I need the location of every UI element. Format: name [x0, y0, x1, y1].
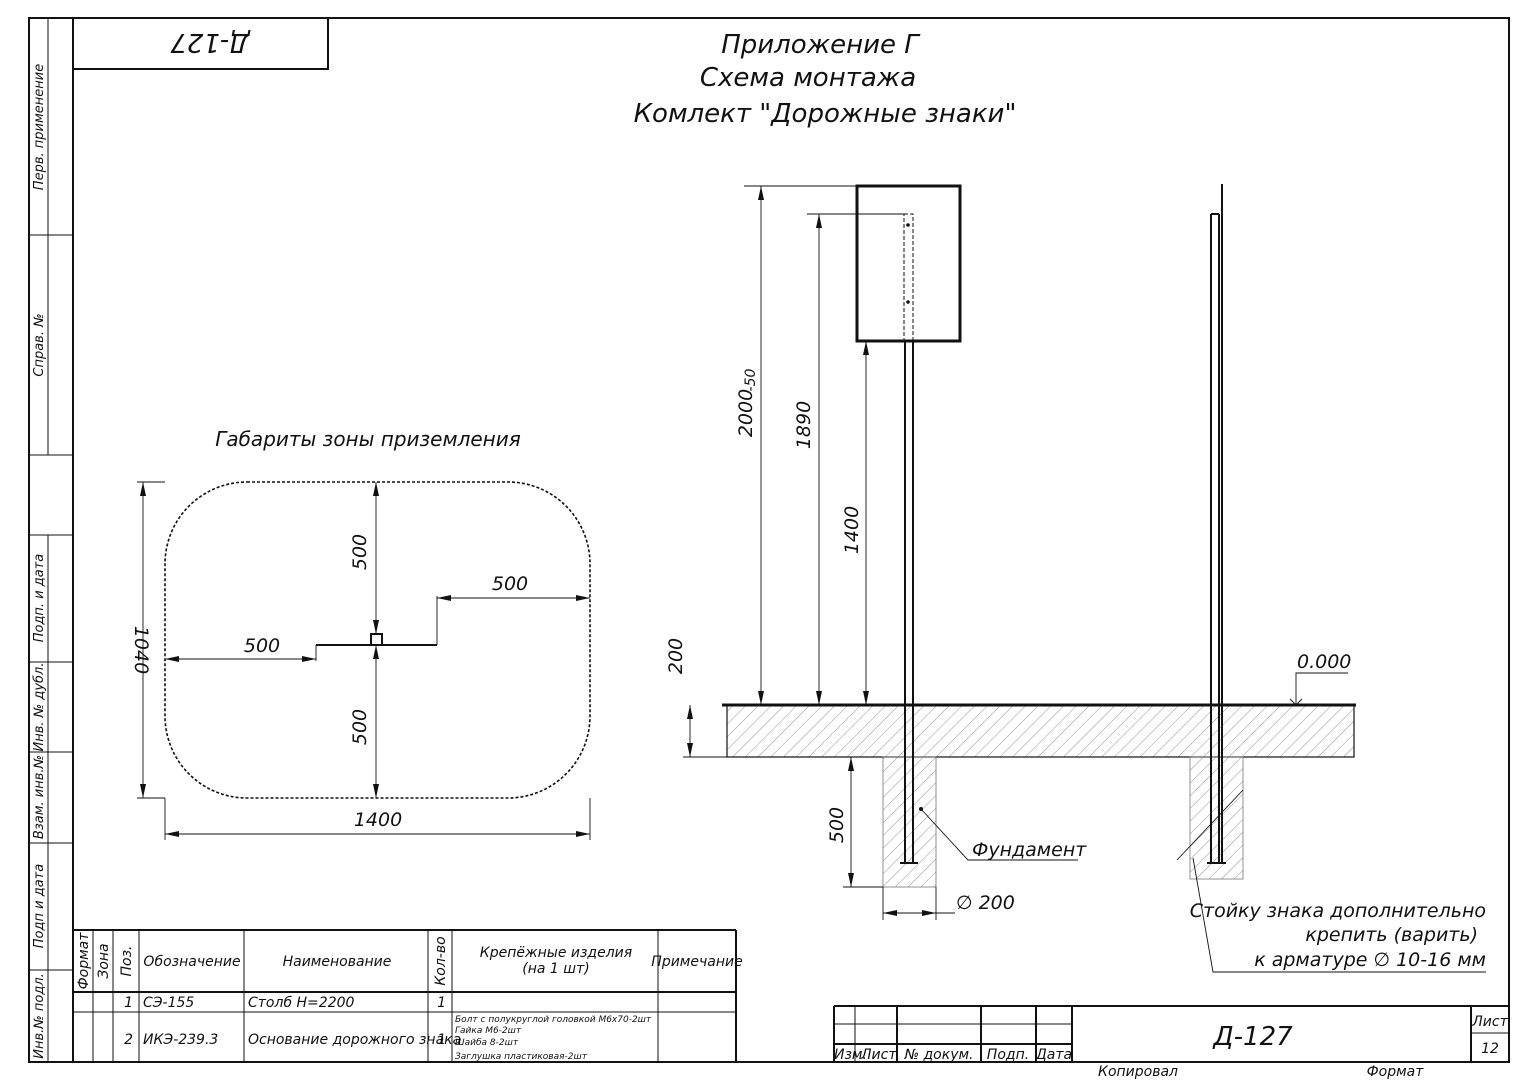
ground-slab: [726, 704, 1355, 758]
header-name: Наименование: [283, 954, 392, 970]
tb-sheet-label: Лист: [1471, 1014, 1508, 1030]
tb-code: Д-127: [1212, 1022, 1293, 1052]
table-row: 1 СЭ-155 Столб Н=2200 1: [124, 995, 446, 1011]
row-qty: 1: [437, 995, 446, 1011]
tb-format: Формат: [1367, 1064, 1425, 1080]
note-line-1: Стойку знака дополнительно: [1190, 900, 1486, 922]
code-stamp-text: Д-127: [170, 27, 251, 57]
pole-right: [1207, 184, 1226, 864]
tb-izm: Изм.: [834, 1047, 867, 1063]
code-stamp: Д-127: [72, 17, 329, 70]
note-line-2: крепить (варить): [1305, 924, 1478, 946]
row-fastener-1: Болт с полукруглой головкой М6х70-2шт: [455, 1015, 652, 1025]
dim-total-tolerance: -50: [743, 368, 759, 391]
tb-kopiroval: Копировал: [1098, 1064, 1178, 1080]
row-qty: 1: [437, 1032, 446, 1048]
dim-1400: 1400: [841, 506, 863, 554]
header-qty: Кол-во: [433, 936, 449, 985]
header-format: Формат: [76, 932, 92, 990]
row-fastener-4: Заглушка пластиковая-2шт: [455, 1052, 588, 1062]
header-zone: Зона: [96, 943, 112, 978]
drawing-title: Приложение Г Схема монтажа Комлект "Доро…: [634, 30, 1017, 129]
dim-left-500: 500: [244, 635, 280, 657]
header-pos: Поз.: [119, 946, 135, 977]
dim-down-500: 500: [349, 709, 371, 745]
side-strip: Перв. применение Справ. № Подп. и дата И…: [32, 64, 47, 1059]
foundation-left: [882, 756, 937, 888]
dim-1890: 1890: [793, 401, 815, 449]
drawing-frame: [28, 17, 1510, 1063]
dim-total-2000: 2000: [735, 389, 757, 437]
title-line-2: Схема монтажа: [700, 63, 916, 93]
label-inv-dubl: Инв. № дубл.: [32, 663, 47, 752]
post-in-plan: [370, 633, 383, 646]
dim-200: 200: [665, 638, 687, 674]
row-name: Столб Н=2200: [248, 995, 355, 1011]
diameter-label: ∅ 200: [956, 892, 1015, 914]
label-vzam-inv: Взам. инв.№: [32, 755, 47, 839]
label-perv-primenenie: Перв. применение: [32, 64, 47, 190]
header-designation: Обозначение: [143, 954, 240, 970]
dim-width-1400: 1400: [354, 809, 402, 831]
row-fastener-2: Гайка М6-2шт: [455, 1026, 522, 1036]
header-note: Примечание: [651, 954, 742, 970]
row-pos: 2: [124, 1032, 133, 1048]
dim-500-foundation: 500: [826, 807, 848, 843]
sign-plate: [855, 184, 962, 343]
tb-doc-no: № докум.: [903, 1047, 973, 1063]
grounding-caption: Габариты зоны приземления: [215, 427, 521, 451]
row-pos: 1: [124, 995, 133, 1011]
level-mark: 0.000: [1297, 651, 1351, 673]
note-line-3: к арматуре ∅ 10-16 мм: [1254, 949, 1486, 971]
spec-table: Формат Зона Поз. Обозначение Наименовани…: [73, 929, 743, 1062]
title-block: Изм. Лист № докум. Подп. Дата Д-127 Лист…: [833, 1005, 1509, 1080]
elevation-view: 2000 -50 1890 1400 200 500 ∅ 200: [665, 184, 1486, 973]
table-row: 2 ИКЭ-239.3 Основание дорожного знака 1 …: [124, 1015, 652, 1062]
tb-list: Лист: [860, 1047, 897, 1063]
label-podp-data-2: Подп и дата: [32, 864, 47, 948]
title-line-3: Комлект "Дорожные знаки": [634, 99, 1017, 129]
row-name: Основание дорожного знака: [248, 1032, 461, 1048]
label-podp-data-1: Подп. и дата: [32, 554, 47, 643]
row-designation: СЭ-155: [143, 995, 194, 1011]
tb-podp: Подп.: [987, 1047, 1029, 1063]
foundation-label: Фундамент: [972, 839, 1087, 861]
title-line-1: Приложение Г: [721, 30, 921, 60]
row-fastener-3: Шайба 8-2шт: [455, 1038, 519, 1048]
dim-up-500: 500: [349, 534, 371, 570]
pole-left: [900, 341, 918, 864]
grounding-zone-plan: Габариты зоны приземления 1040 1400 500 …: [130, 427, 591, 840]
row-designation: ИКЭ-239.3: [143, 1032, 218, 1048]
grounding-zone-outline: [164, 481, 591, 799]
label-inv-podl: Инв.№ подл.: [32, 973, 47, 1059]
dim-height-1040: 1040: [130, 626, 152, 674]
header-fasteners-2: (на 1 шт): [522, 961, 589, 977]
tb-sheet-no: 12: [1481, 1041, 1499, 1057]
tb-data: Дата: [1035, 1047, 1072, 1063]
dim-right-500: 500: [492, 573, 528, 595]
header-fasteners-1: Крепёжные изделия: [480, 945, 632, 961]
label-sprav-no: Справ. №: [32, 313, 47, 376]
